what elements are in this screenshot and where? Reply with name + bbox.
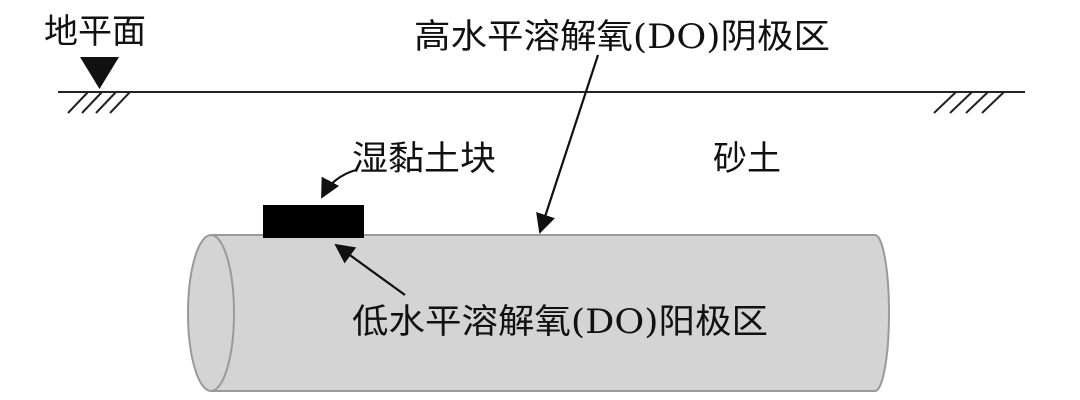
inverted-triangle-icon: [80, 57, 119, 89]
pipe: [187, 234, 890, 392]
ground-hatch-left: [67, 91, 131, 114]
anode-arrow: [334, 243, 406, 296]
low-do-anode-label: 低水平溶解氧(DO)阳极区: [352, 302, 768, 342]
sandy-soil-label: 砂土: [713, 139, 781, 179]
clay-arrow: [321, 168, 357, 199]
wet-clay-lump-label: 湿黏土块: [352, 139, 496, 179]
wet-clay-lump: [263, 205, 364, 238]
cathode-arrow: [536, 54, 600, 234]
ground-surface-label: 地平面: [44, 12, 146, 52]
ground-hatch-right: [933, 91, 1005, 114]
high-do-cathode-label: 高水平溶解氧(DO)阴极区: [414, 17, 830, 57]
